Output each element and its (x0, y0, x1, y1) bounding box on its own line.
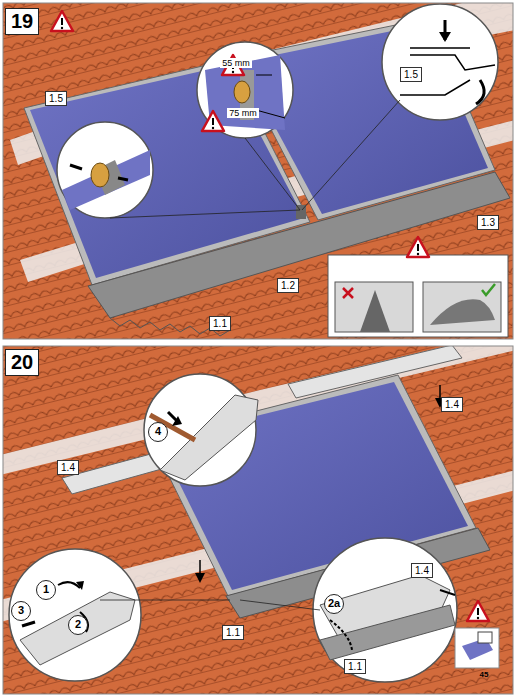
node-text: 1.1 (226, 627, 240, 638)
part-number: 1.3 (477, 215, 499, 230)
step-number: 19 (5, 8, 39, 35)
node-text: 1.4 (415, 565, 429, 576)
node-text: 3 (18, 604, 24, 616)
node-text: 19 (11, 10, 33, 32)
step-number: 20 (5, 349, 39, 376)
step-circle: 2 (68, 615, 88, 635)
node-text: 1.5 (49, 93, 63, 104)
part-number: 1.5 (400, 67, 422, 82)
node-text: 1.4 (61, 462, 75, 473)
part-number: 1.1 (222, 625, 244, 640)
step-circle: 2a (324, 594, 344, 614)
part-number: 1.5 (45, 91, 67, 106)
part-number: 1.4 (57, 460, 79, 475)
page-number: 45 (480, 670, 489, 679)
node-text: 1.1 (213, 318, 227, 329)
step-circle: 3 (11, 601, 31, 621)
node-text: 1.3 (481, 217, 495, 228)
node-text: 2a (328, 597, 340, 609)
part-number: 1.1 (209, 316, 231, 331)
part-number: 1.4 (441, 397, 463, 412)
part-number: 1.2 (277, 278, 299, 293)
part-number: 1.1 (344, 659, 366, 674)
step-circle: 1 (36, 580, 56, 600)
node-text: 2 (75, 618, 81, 630)
node-text: 1.1 (348, 661, 362, 672)
node-text: 4 (155, 425, 161, 437)
part-number: 1.4 (411, 563, 433, 578)
node-text: 20 (11, 351, 33, 373)
node-text: 1.2 (281, 280, 295, 291)
step-circle: 4 (148, 422, 168, 442)
dimension: 75 mm (227, 108, 259, 118)
node-text: 1.4 (445, 399, 459, 410)
dimension: 55 mm (220, 58, 252, 68)
node-text: 1 (43, 583, 49, 595)
node-text: 1.5 (404, 69, 418, 80)
